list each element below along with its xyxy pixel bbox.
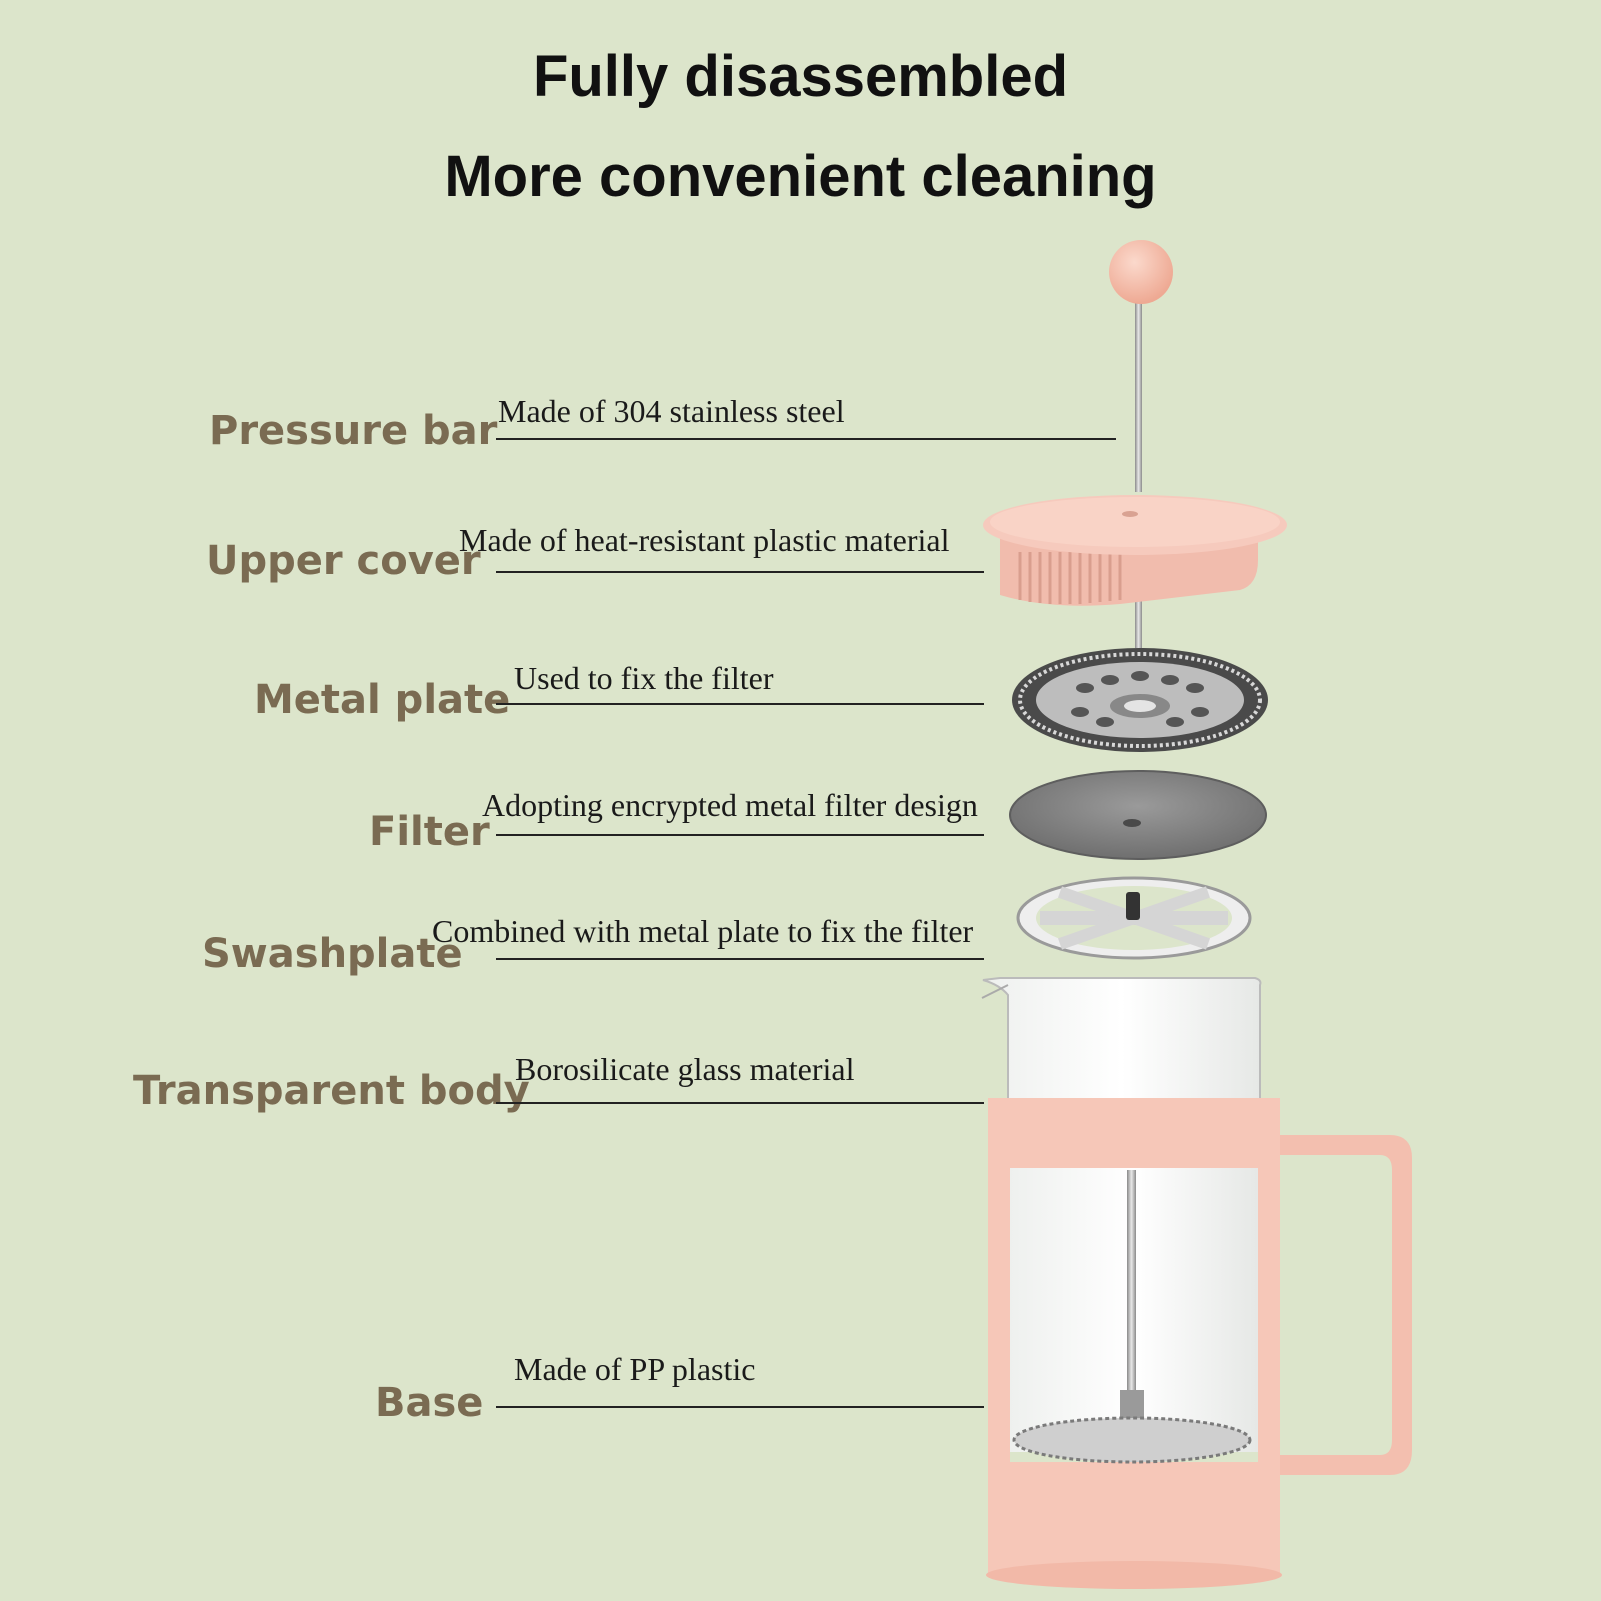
leader-line-transparent-body xyxy=(496,1102,984,1104)
part-name-base: Base xyxy=(375,1380,484,1426)
leader-line-filter xyxy=(496,834,984,836)
part-desc-pressure-bar: Made of 304 stainless steel xyxy=(498,393,845,429)
part-name-pressure-bar: Pressure bar xyxy=(209,408,498,454)
base-part xyxy=(986,1098,1412,1589)
heading-line-1: Fully disassembled xyxy=(532,44,1069,109)
leader-line-metal-plate xyxy=(496,703,984,705)
part-name-filter: Filter xyxy=(369,809,490,855)
heading-line-2: More convenient cleaning xyxy=(444,144,1157,209)
part-desc-transparent-body: Borosilicate glass material xyxy=(515,1051,855,1087)
leader-line-base xyxy=(496,1406,984,1408)
part-desc-filter: Adopting encrypted metal filter design xyxy=(482,787,978,823)
part-name-upper-cover: Upper cover xyxy=(206,538,481,584)
part-name-transparent-body: Transparent body xyxy=(133,1068,530,1114)
part-desc-metal-plate: Used to fix the filter xyxy=(514,660,774,696)
part-name-metal-plate: Metal plate xyxy=(254,677,511,723)
swashplate-part xyxy=(1016,876,1252,960)
leader-line-pressure-bar xyxy=(496,438,1116,440)
metal-plate-part xyxy=(1012,648,1268,752)
pressure-bar-part xyxy=(1109,240,1173,492)
part-name-swashplate: Swashplate xyxy=(202,931,463,977)
part-desc-base: Made of PP plastic xyxy=(514,1351,756,1387)
leader-line-swashplate xyxy=(496,958,984,960)
part-desc-upper-cover: Made of heat-resistant plastic material xyxy=(459,522,950,558)
upper-cover-part xyxy=(983,495,1287,648)
filter-part xyxy=(1009,770,1267,860)
part-desc-swashplate: Combined with metal plate to fix the fil… xyxy=(432,913,974,949)
transparent-body-part xyxy=(981,977,1262,1452)
leader-line-upper-cover xyxy=(496,571,984,573)
